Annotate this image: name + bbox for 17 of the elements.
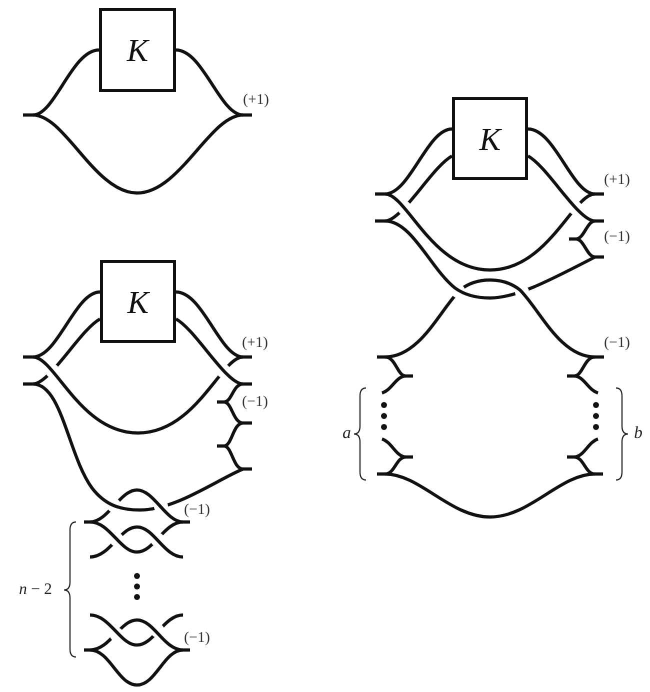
framing-label: (−1): [604, 228, 630, 246]
framing-label: (+1): [604, 171, 630, 189]
framing-label: (−1): [242, 393, 268, 411]
framing-label: (−1): [184, 501, 210, 519]
brace-label: a: [342, 424, 351, 442]
framing-label: (−1): [604, 334, 630, 352]
framing-label: (+1): [243, 91, 269, 109]
knot-box: [100, 260, 176, 343]
box-label: K: [126, 34, 148, 66]
brace-label: n − 2: [18, 581, 52, 599]
knot-box: [99, 8, 176, 92]
framing-label: (+1): [242, 334, 268, 352]
box-label: K: [479, 122, 501, 154]
knot-box: [452, 97, 528, 180]
box-label: K: [127, 286, 149, 318]
framing-label: (−1): [184, 629, 210, 647]
brace-label: b: [634, 424, 642, 442]
